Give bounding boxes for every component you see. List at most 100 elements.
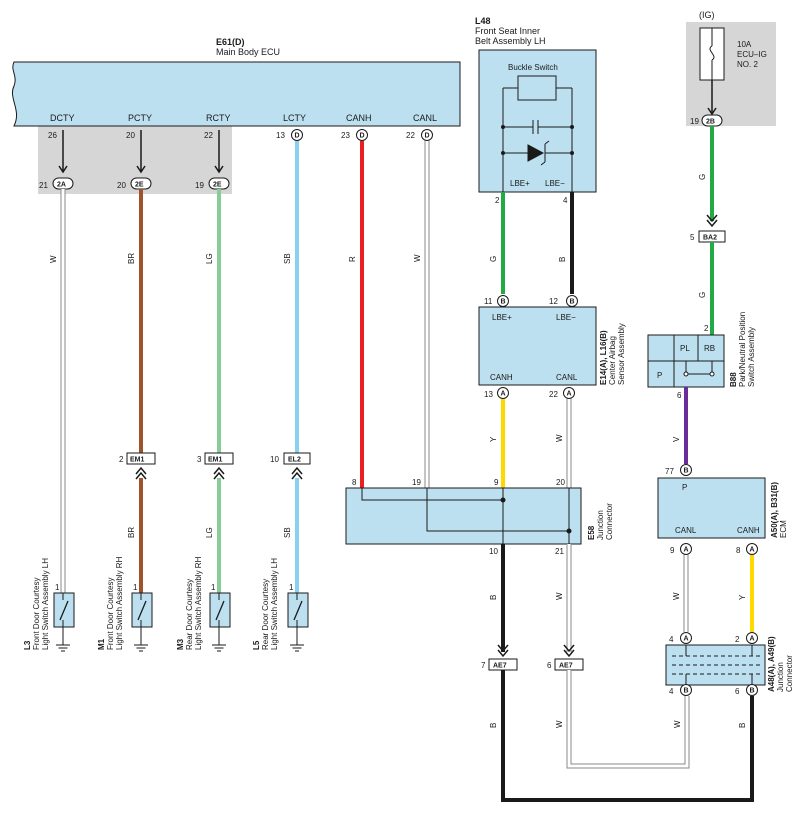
l48-term2: LBE−	[545, 179, 565, 188]
a50-term-canl: CANL	[675, 526, 697, 535]
fuse-line1: 10A	[737, 40, 752, 49]
l5-code: L5	[252, 640, 261, 650]
e14-line1: Center Airbag	[608, 336, 617, 385]
ecu-tag-d-2-text: D	[360, 133, 365, 140]
wire-label-bot-w1: W	[555, 720, 564, 728]
wire-label-e14-y: Y	[489, 436, 498, 442]
e14-bot-term2: CANL	[556, 373, 578, 382]
b88-term-pl: PL	[680, 344, 690, 353]
e58-pin-21: 21	[555, 547, 564, 556]
wire-label-bot-w2: W	[673, 720, 682, 728]
a48-top-tag-2-text: A	[750, 636, 755, 643]
ecu-sub-tag-2a-text: 2A	[57, 182, 66, 189]
e14-box	[478, 306, 597, 386]
b88-term-rb: RB	[704, 344, 715, 353]
a48-bot-pin-1: 4	[669, 687, 674, 696]
em-tag-1-text: EM1	[130, 457, 145, 464]
b88-line1: Park/Neutral Position	[738, 312, 747, 387]
svg-text:1: 1	[211, 583, 216, 592]
l48-line2: Belt Assembly LH	[475, 36, 546, 46]
wire-label-e14-w: W	[555, 434, 564, 442]
ba2-chevrons	[706, 214, 718, 228]
em-pin-1: 2	[119, 455, 124, 464]
ecu-pin-22a: 22	[204, 131, 213, 140]
ig-tag-text: 2B	[706, 119, 715, 126]
b88-pin-top: 2	[704, 324, 709, 333]
ae7-tag-1-text: AE7	[493, 663, 507, 670]
courtesy-switches: 1 1 1 1	[53, 583, 309, 652]
ecu-pin-22b: 22	[406, 131, 415, 140]
em-tag-1	[126, 452, 156, 465]
a50-tag-a2-text: A	[750, 547, 755, 554]
m1-line2: Light Switch Assembly RH	[115, 556, 124, 650]
a50-code: A50(A), B31(B)	[770, 482, 779, 538]
el-pin: 10	[270, 455, 279, 464]
ecu-term-lcty: LCTY	[283, 113, 306, 123]
ecu-sub-tag-2e-2-text: 2E	[213, 182, 222, 189]
wire-label-b88-v: V	[672, 436, 681, 442]
ba2-pin: 5	[690, 233, 695, 242]
ecu-stubs	[58, 130, 224, 174]
l48-switch-label: Buckle Switch	[508, 63, 558, 72]
e58-box	[345, 487, 582, 545]
ecu-term-canh: CANH	[346, 113, 372, 123]
a48-bot-tag-2	[746, 684, 758, 696]
ae7-tag-2-text: AE7	[559, 663, 573, 670]
ae7-pin-7: 7	[481, 661, 486, 670]
wire-label-e58-w: W	[555, 592, 564, 600]
e14-tag-a2-text: A	[567, 391, 572, 398]
ecu-term-rcty: RCTY	[206, 113, 231, 123]
e58-pin-10: 10	[489, 547, 498, 556]
e14-bot-term1: CANH	[490, 373, 513, 382]
wire-label-a50-y: Y	[738, 594, 747, 600]
wire-bottom-w	[567, 670, 689, 768]
wire-label-bot-b1: B	[489, 723, 498, 728]
e14-tag-a1	[497, 387, 509, 399]
m3-code: M3	[176, 638, 185, 650]
l48-pin2: 4	[563, 196, 568, 205]
switch-labels: L3 Front Door Courtesy Light Switch Asse…	[23, 556, 279, 650]
a50-line1: ECM	[779, 520, 788, 538]
a48-line2: Connector	[785, 655, 794, 692]
a50-term-canh: CANH	[737, 526, 760, 535]
ecu-tag-d-3	[421, 129, 433, 141]
a48-line1: Junction	[776, 662, 785, 692]
ecu-sub-pin-21: 21	[39, 181, 48, 190]
a48-top-pin-1: 4	[669, 635, 674, 644]
e58-internal	[361, 488, 572, 544]
l48-term1: LBE+	[510, 179, 530, 188]
ig-label: (IG)	[699, 10, 715, 20]
l48-pin1: 2	[495, 196, 500, 205]
a48-dashed-lines	[672, 655, 760, 675]
ecu-tag-d-3-text: D	[425, 133, 430, 140]
wire-label-l48-g: G	[489, 256, 498, 262]
fuse-line3: NO. 2	[737, 60, 758, 69]
wire-label-a50-w: W	[672, 592, 681, 600]
wire-label-lg: LG	[205, 253, 214, 264]
e14-top-pin-11: 11	[484, 297, 493, 306]
wire-label-ig-g1: G	[698, 174, 707, 180]
wire-label-br2: BR	[127, 527, 136, 538]
e14-top-term1: LBE+	[492, 313, 512, 322]
wire-label-l48-b: B	[558, 257, 567, 262]
a48-bot-pin-2: 6	[735, 687, 740, 696]
a48-top-tag-1	[680, 632, 692, 644]
ecu-pin-26: 26	[48, 131, 57, 140]
em-pin-2: 3	[197, 455, 202, 464]
l5-line2: Light Switch Assembly LH	[270, 558, 279, 650]
svg-text:1: 1	[133, 583, 138, 592]
left-wires	[60, 141, 430, 593]
switch-l3: 1	[53, 583, 75, 652]
ecu-term-pcty: PCTY	[128, 113, 152, 123]
el-tag	[283, 452, 311, 465]
e58-pin-9: 9	[494, 478, 499, 487]
l48-code: L48	[475, 16, 491, 26]
ecu-name: Main Body ECU	[216, 47, 280, 57]
fuse-chevron	[707, 107, 717, 116]
a48-top-pin-2: 2	[735, 635, 740, 644]
wire-label-w1: W	[49, 255, 58, 263]
l3-code: L3	[23, 640, 32, 650]
ba2-tag-text: BA2	[703, 235, 717, 242]
e14-tag-a1-text: A	[501, 391, 506, 398]
e14-top-term2: LBE−	[556, 313, 576, 322]
